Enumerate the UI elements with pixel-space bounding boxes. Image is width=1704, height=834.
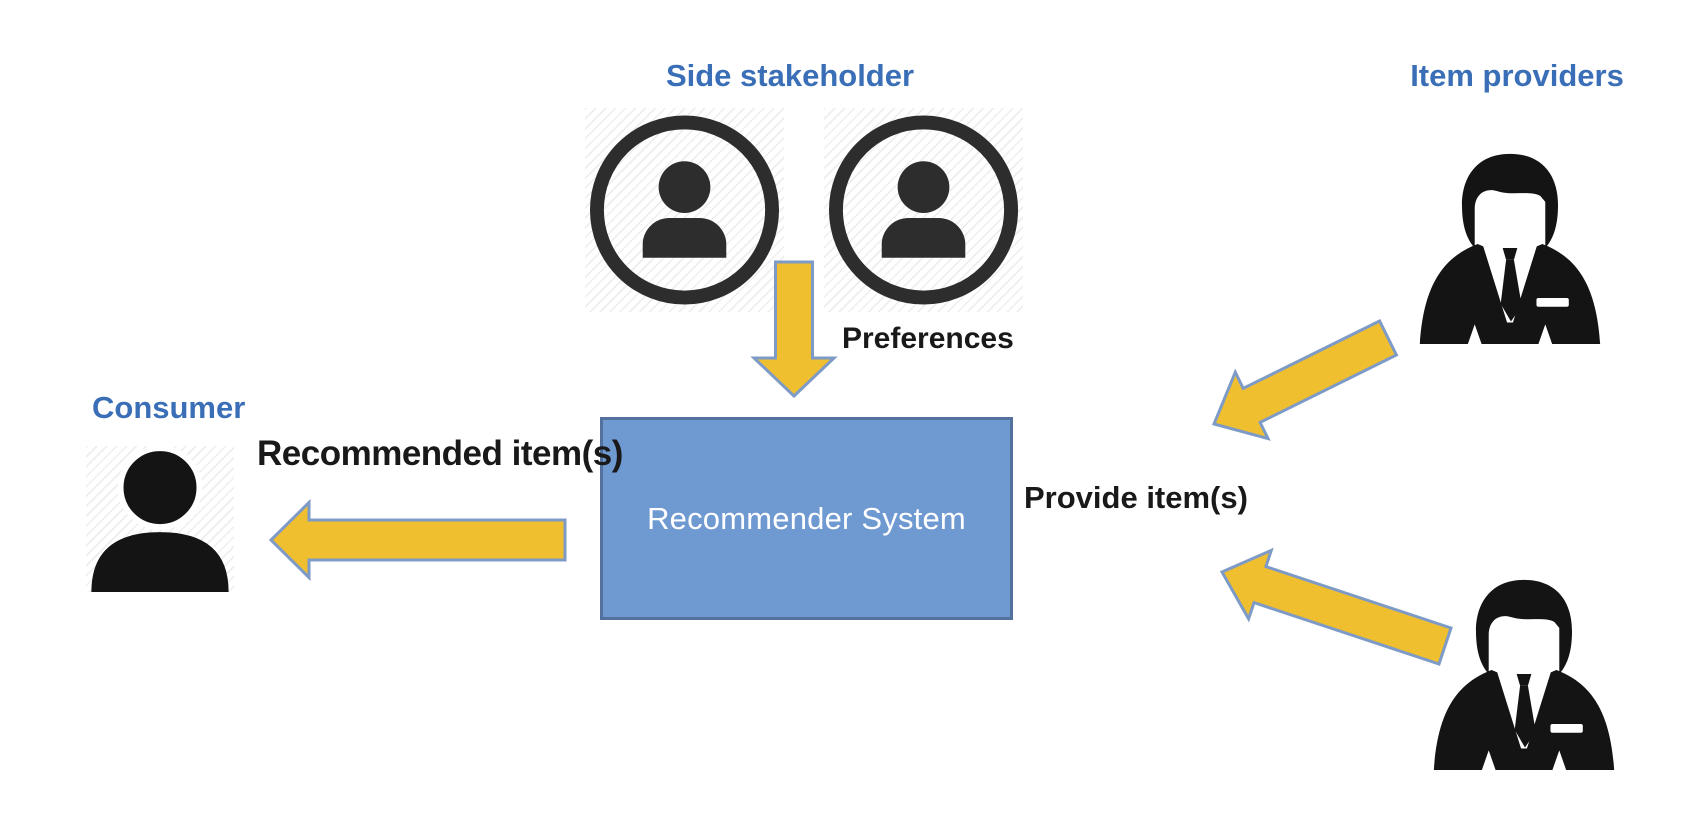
preferences-label: Preferences xyxy=(842,322,1014,355)
recommender-system-box: Recommender System xyxy=(600,417,1013,620)
item-provider-1 xyxy=(1412,148,1608,344)
side-stakeholder-tile-1 xyxy=(585,108,784,312)
side-stakeholder-tile-2 xyxy=(824,108,1023,312)
user-circle-icon xyxy=(828,115,1019,305)
side-stakeholder-title: Side stakeholder xyxy=(665,58,915,93)
recommended-items-label: Recommended item(s) xyxy=(257,434,623,473)
businessman-icon xyxy=(1419,153,1601,344)
user-circle-icon xyxy=(589,115,780,305)
person-silhouette-icon xyxy=(91,446,229,592)
consumer-tile xyxy=(86,446,234,592)
item-providers-title: Item providers xyxy=(1410,58,1624,93)
recommended-items-arrow-icon xyxy=(268,498,567,582)
item-provider-2 xyxy=(1426,572,1622,772)
provide-items-label: Provide item(s) xyxy=(1024,480,1248,515)
businessman-icon xyxy=(1433,579,1615,770)
provide-items-arrow-bottom-icon xyxy=(1219,547,1453,666)
provide-items-arrow-top-icon xyxy=(1211,318,1399,441)
consumer-title: Consumer xyxy=(92,390,246,425)
recommender-system-label: Recommender System xyxy=(647,500,966,536)
